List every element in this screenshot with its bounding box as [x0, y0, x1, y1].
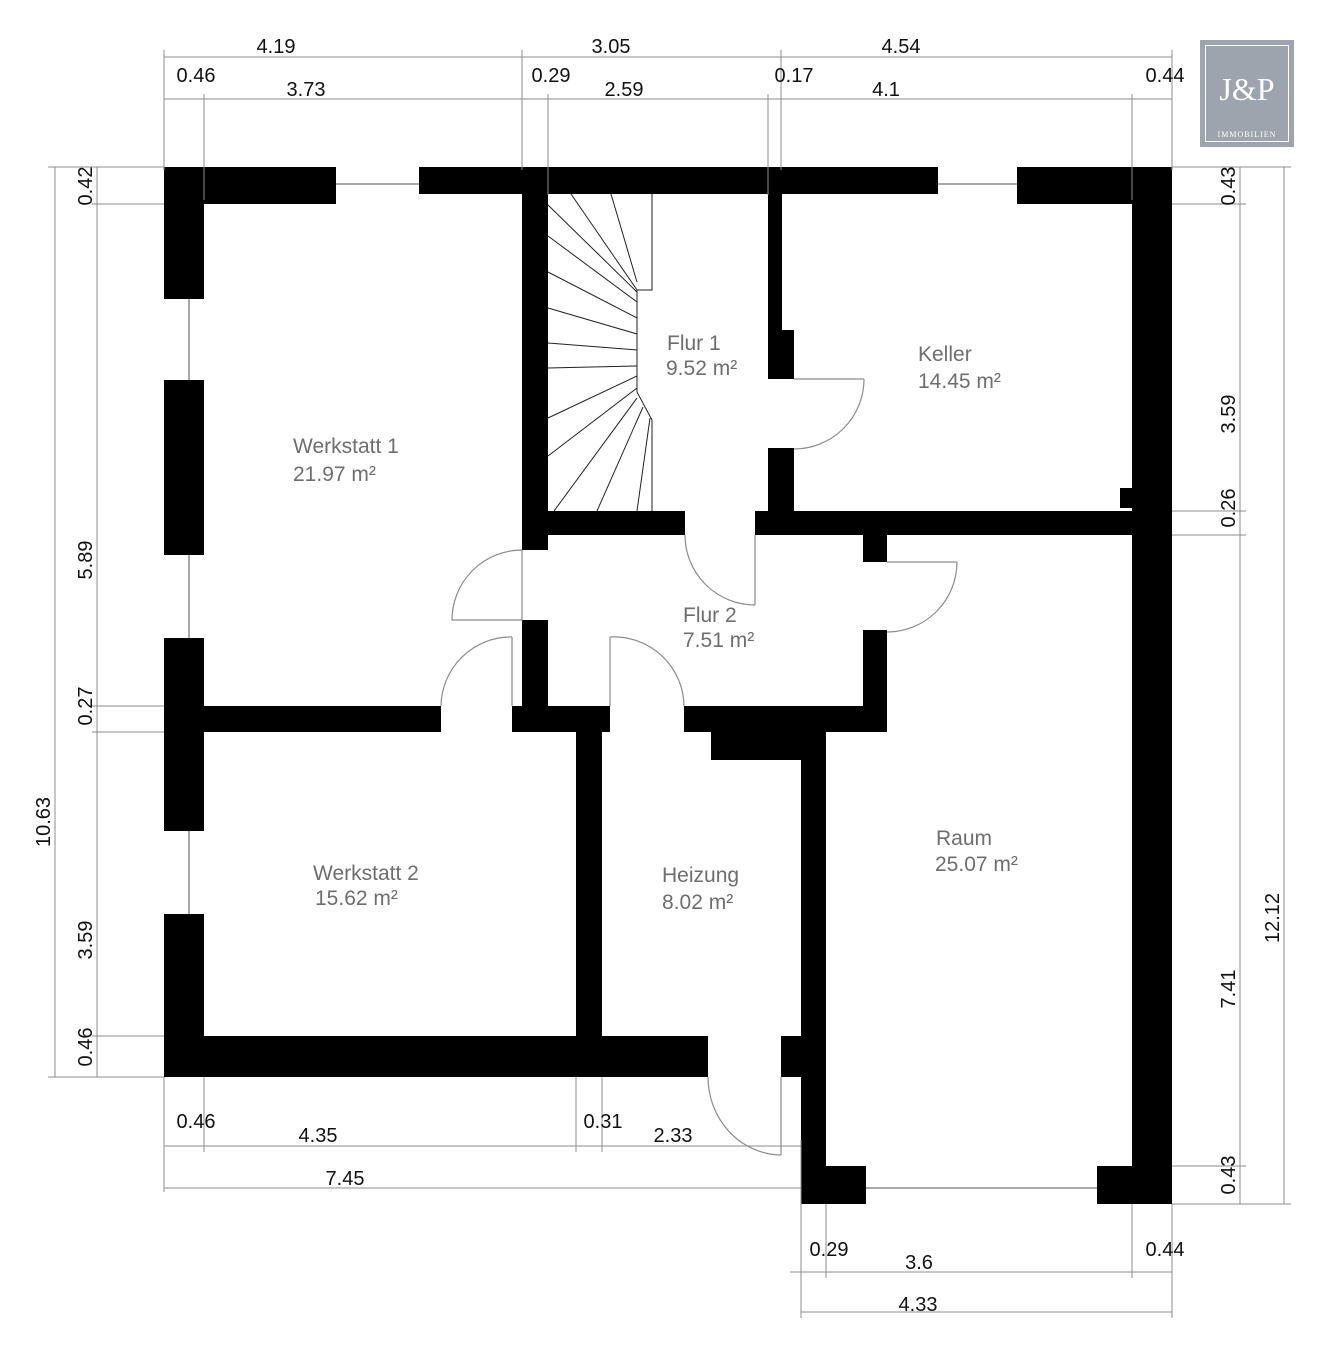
- wall-right: [1132, 167, 1172, 1204]
- dim-top-inner-1: 0.46: [177, 65, 216, 87]
- dim-raum-bottom-3: 0.44: [1146, 1239, 1185, 1261]
- dim-left-3: 0.27: [75, 687, 97, 726]
- room-flur1-area: 9.52 m²: [666, 357, 737, 380]
- door-keller: [793, 378, 865, 450]
- dim-top-inner-7: 0.44: [1146, 65, 1185, 87]
- room-flur2-name: Flur 2: [683, 604, 737, 627]
- walls: [164, 167, 1172, 1204]
- wall-raum-jamb-top: [863, 535, 887, 562]
- dim-top-outer-3: 4.54: [882, 36, 921, 58]
- dim-bottom-inner-2: 4.35: [299, 1125, 338, 1147]
- dim-left-2: 5.89: [75, 541, 97, 580]
- dim-top-inner-2: 3.73: [287, 79, 326, 101]
- dim-top-inner-4: 2.59: [605, 79, 644, 101]
- room-raum-name: Raum: [936, 827, 992, 850]
- dim-bottom-inner-1: 0.46: [177, 1111, 216, 1133]
- dim-right-1: 0.43: [1218, 167, 1240, 206]
- dim-right-3: 0.26: [1218, 489, 1240, 528]
- wall-bottom-left: [164, 1036, 708, 1077]
- wall-left-2: [164, 380, 204, 555]
- company-logo: J&P IMMOBILIEN: [1200, 40, 1294, 147]
- windows: [188, 183, 1097, 1189]
- dim-top-inner-5: 0.17: [775, 65, 814, 87]
- wall-flur2-bottom-left: [512, 706, 610, 732]
- door-heizung: [609, 636, 685, 707]
- wall-left-3: [164, 638, 204, 831]
- door-exterior: [707, 1076, 782, 1156]
- wall-keller-left-jamb: [768, 330, 794, 379]
- doors: [440, 378, 958, 1156]
- dim-right-4: 7.41: [1218, 970, 1240, 1009]
- room-werkstatt1-area: 21.97 m²: [293, 463, 376, 486]
- dim-left-1: 0.42: [75, 167, 97, 206]
- dim-right-2: 3.59: [1218, 395, 1240, 434]
- room-labels: Werkstatt 1 21.97 m² Werkstatt 2 15.62 m…: [293, 332, 1018, 914]
- wall-werkstatt-divider: [164, 706, 441, 732]
- room-werkstatt2-name: Werkstatt 2: [313, 862, 419, 885]
- door-werkstatt1: [451, 549, 523, 621]
- dim-bottom-inner-4: 2.33: [654, 1125, 693, 1147]
- room-keller-name: Keller: [918, 343, 972, 366]
- logo-subtitle: IMMOBILIEN: [1217, 130, 1277, 139]
- wall-raum-bottom-right: [1097, 1166, 1172, 1204]
- door-werkstatt2: [440, 636, 513, 707]
- dim-raum-bottom-1: 0.29: [810, 1239, 849, 1261]
- dim-raum-bottom-2: 3.6: [905, 1252, 933, 1274]
- dim-right-5: 0.43: [1218, 1156, 1240, 1195]
- door-raum: [886, 561, 958, 633]
- wall-top-middle: [419, 167, 938, 194]
- dimension-lines: [48, 50, 1291, 1318]
- room-werkstatt1-name: Werkstatt 1: [293, 435, 399, 458]
- room-werkstatt2-area: 15.62 m²: [315, 887, 398, 910]
- dim-raum-bottom-total: 4.33: [899, 1294, 938, 1316]
- dim-left-total: 10.63: [33, 797, 55, 847]
- room-flur1-name: Flur 1: [667, 332, 721, 355]
- wall-heizung-right: [801, 732, 826, 1204]
- dim-top-inner-3: 0.29: [532, 65, 571, 87]
- dim-top-outer-2: 3.05: [592, 36, 631, 58]
- staircase: [547, 193, 653, 512]
- wall-keller-nib: [1120, 488, 1134, 508]
- dimension-labels: 4.19 3.05 4.54 0.46 3.73 0.29 2.59 0.17 …: [33, 36, 1284, 1316]
- dim-right-total: 12.12: [1262, 893, 1284, 943]
- room-heizung-name: Heizung: [662, 864, 739, 887]
- wall-keller-bottom: [755, 511, 1172, 535]
- wall-keller-left-thin: [768, 167, 782, 379]
- room-heizung-area: 8.02 m²: [662, 891, 733, 914]
- wall-bottom-stub: [781, 1036, 801, 1077]
- dim-left-5: 0.46: [75, 1028, 97, 1067]
- stair-stringer: [636, 194, 653, 511]
- room-keller-area: 14.45 m²: [918, 370, 1001, 393]
- dim-left-4: 3.59: [75, 921, 97, 960]
- wall-stair-left: [522, 167, 548, 550]
- dim-top-inner-6: 4.1: [872, 79, 900, 101]
- room-raum-area: 25.07 m²: [935, 853, 1018, 876]
- dim-bottom-inner-3: 0.31: [584, 1111, 623, 1133]
- dim-bottom-total: 7.45: [326, 1168, 365, 1190]
- wall-stair-bottom: [548, 511, 685, 535]
- wall-flur2-bottom-right: [684, 706, 887, 732]
- dim-top-outer-1: 4.19: [257, 36, 296, 58]
- wall-heizung-left: [576, 732, 602, 1077]
- logo-frame: [1205, 45, 1289, 142]
- door-flur1: [684, 534, 756, 606]
- room-flur2-area: 7.51 m²: [683, 629, 754, 652]
- wall-left-1: [164, 167, 204, 299]
- logo-mark: J&P: [1219, 71, 1275, 107]
